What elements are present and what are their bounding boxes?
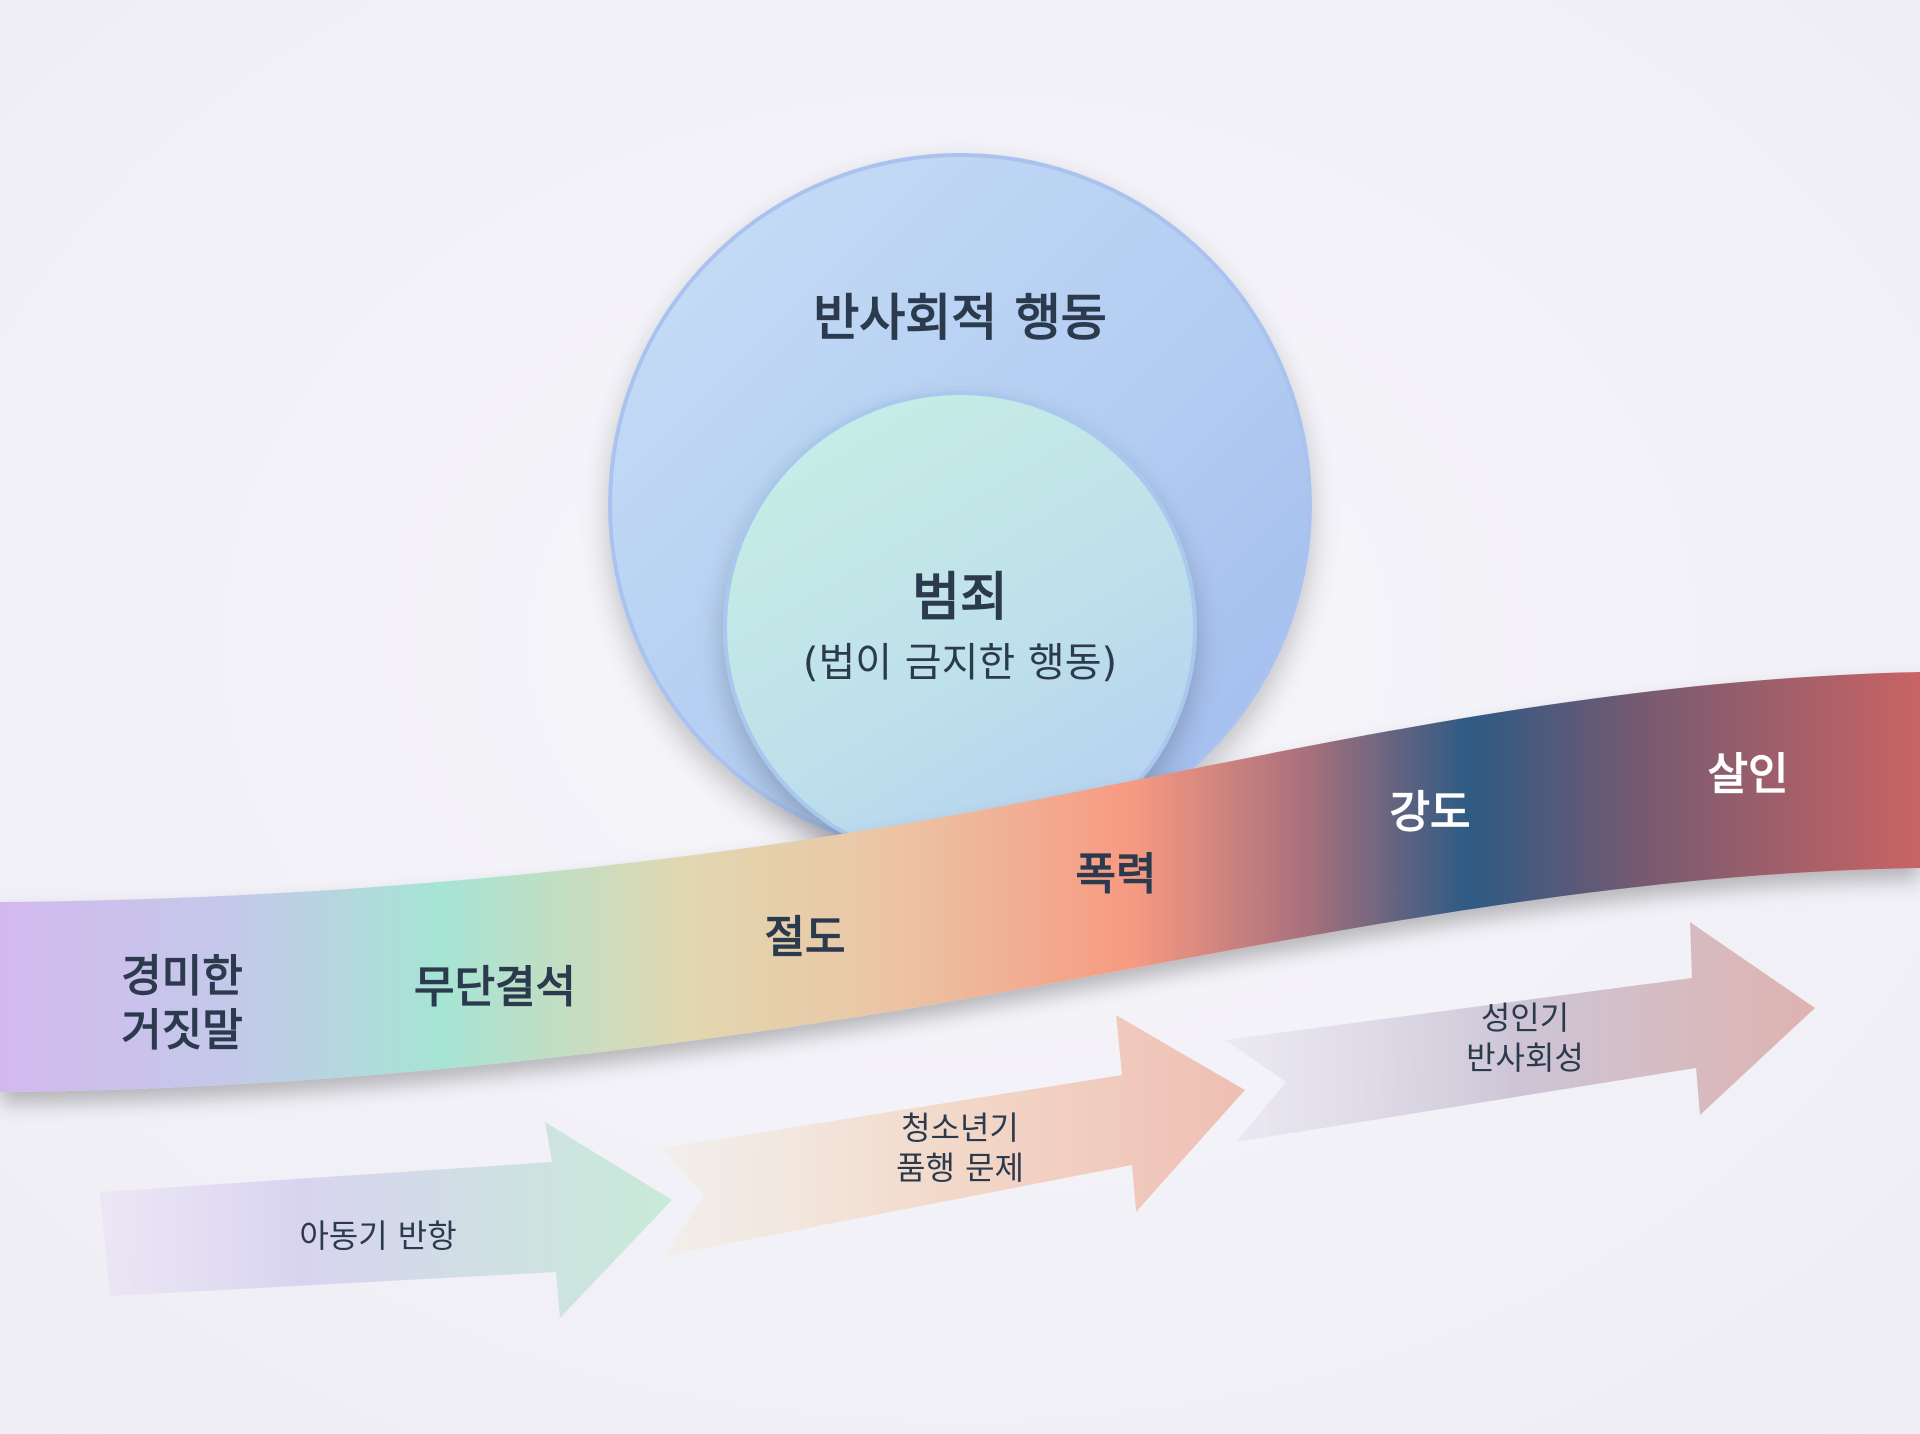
spectrum-label-5: 강도 <box>1390 787 1471 838</box>
stage-label-1: 아동기 반항 <box>299 1217 456 1255</box>
ribbon-band <box>0 672 1920 1092</box>
stage-label-2-line-2: 품행 문제 <box>896 1149 1024 1187</box>
spectrum-label-3: 절도 <box>765 912 846 963</box>
inner-circle-label: 범죄 <box>912 568 1008 628</box>
venn-diagram: 반사회적 행동 범죄 (법이 금지한 행동) <box>608 153 1312 865</box>
stage-label-2-line-1: 청소년기 <box>901 1109 1019 1147</box>
spectrum-label-1-line-1: 경미한 <box>121 951 242 1002</box>
spectrum-label-4: 폭력 <box>1076 849 1157 900</box>
spectrum-label-2: 무단결석 <box>414 962 576 1013</box>
outer-circle-label: 반사회적 행동 <box>813 289 1106 347</box>
arrow-adolescence <box>662 1015 1245 1256</box>
stage-label-3-line-2: 반사회성 <box>1466 1039 1584 1077</box>
inner-circle-sublabel: (법이 금지한 행동) <box>803 640 1117 686</box>
spectrum-label-1-line-2: 거짓말 <box>121 1005 242 1056</box>
spectrum-label-6: 살인 <box>1708 749 1789 800</box>
stage-label-3-line-1: 성인기 <box>1481 999 1569 1037</box>
arrow-adulthood <box>1225 922 1815 1142</box>
arrow-childhood <box>100 1122 672 1318</box>
